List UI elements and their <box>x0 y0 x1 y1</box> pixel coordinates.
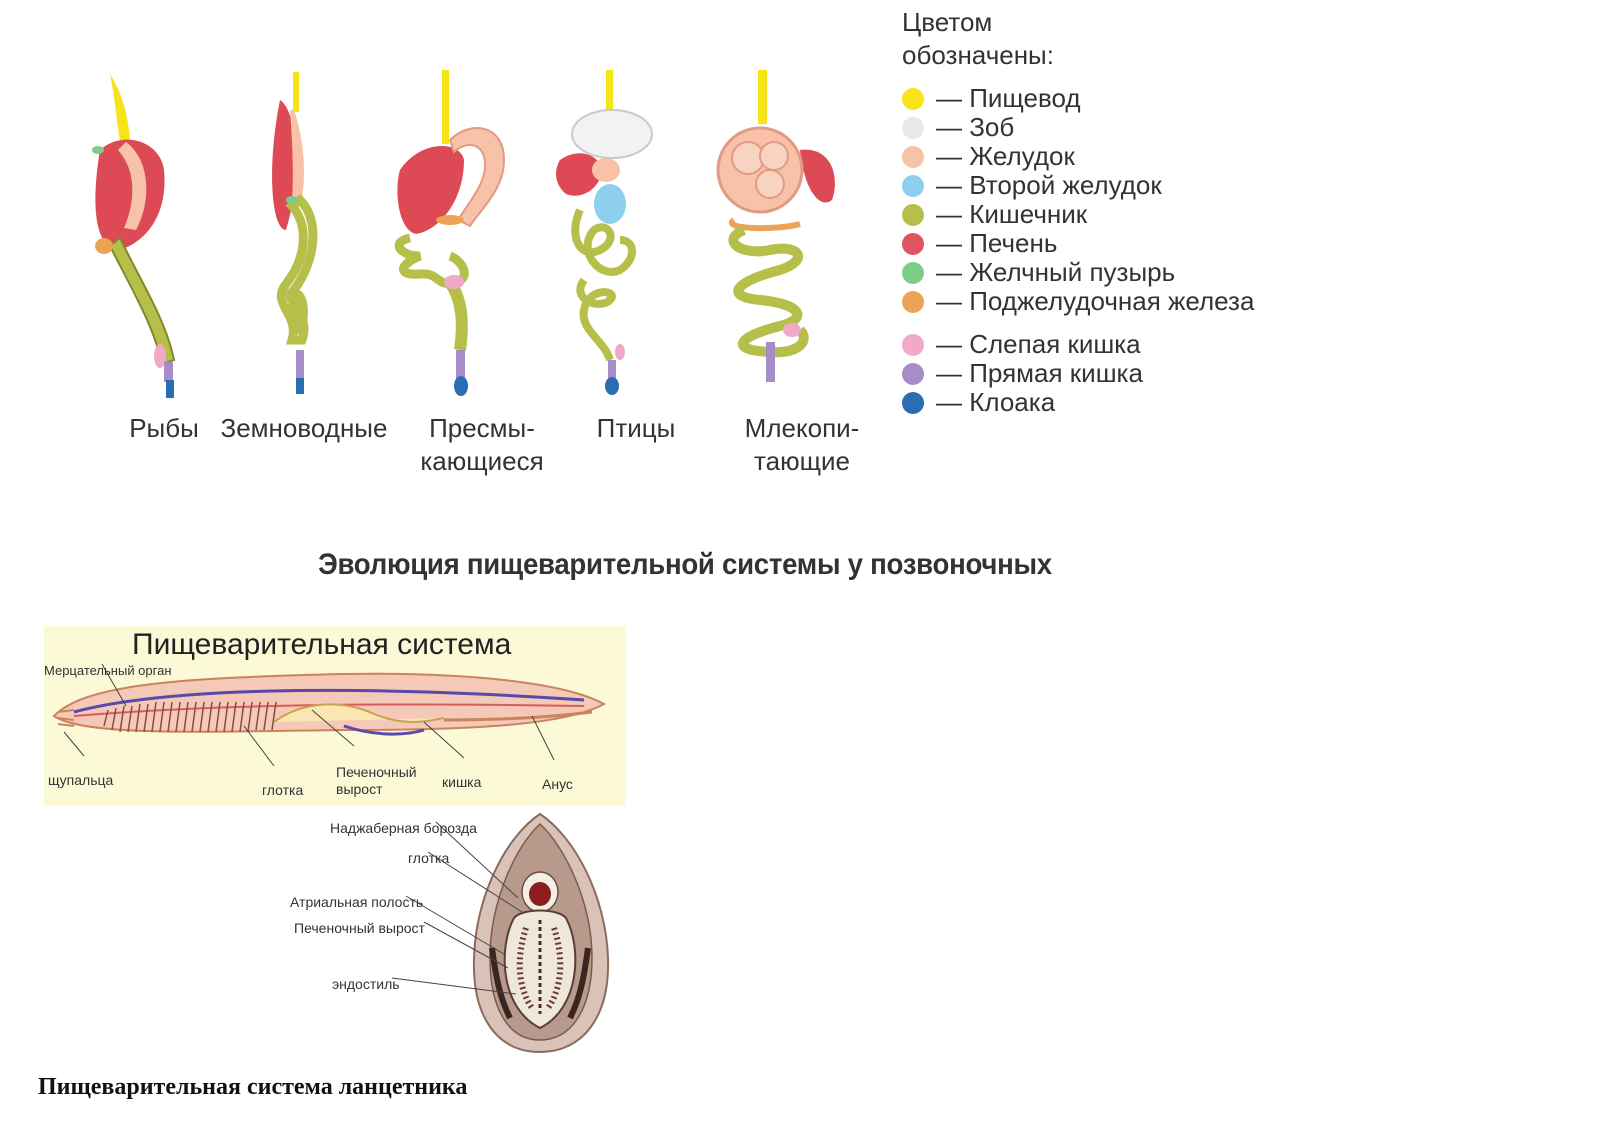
legend-color-swatch <box>902 203 924 226</box>
label-endostyle: эндостиль <box>332 976 400 992</box>
label-cross-hepatic-outgrowth: Печеночный вырост <box>294 920 425 936</box>
lancelet-longitudinal-panel: Пищеварительная система Мерцательный орг <box>44 626 626 806</box>
digestive-systems-illustration <box>92 70 835 398</box>
caption: Пищеварительная система ланцетника <box>38 1074 468 1100</box>
legend-item: — Второй желудок <box>902 170 1162 200</box>
legend-item-label: — Печень <box>936 228 1058 258</box>
lancelet-longitudinal-illustration <box>52 663 607 767</box>
legend-item-label: — Прямая кишка <box>936 358 1143 388</box>
legend-color-swatch <box>902 391 924 414</box>
label-intestine: кишка <box>442 774 482 790</box>
label-epibranchial-groove: Наджаберная борозда <box>330 820 477 836</box>
amphibian-digestive-system <box>272 72 318 394</box>
legend-item: — Зоб <box>902 112 1015 142</box>
panel-title: Пищеварительная система <box>132 628 512 661</box>
legend-item: — Печень <box>902 228 1058 258</box>
legend-color-swatch <box>902 261 924 284</box>
animal-label-amphibians: Земноводные <box>220 413 388 443</box>
lancelet-cross-section-illustration <box>391 812 610 1054</box>
legend-item-label: — Зоб <box>936 112 1015 142</box>
legend-color-swatch <box>902 362 924 385</box>
label-anus: Анус <box>542 776 573 792</box>
label-cross-pharynx: глотка <box>408 850 450 866</box>
legend-item: — Поджелудочная железа <box>902 286 1255 316</box>
label-hepatic-outgrowth: Печеночный вырост <box>336 764 417 797</box>
legend-item-label: — Пищевод <box>936 83 1081 113</box>
legend-color-swatch <box>902 87 924 110</box>
legend-item: — Пищевод <box>902 83 1081 113</box>
animal-label-fish: Рыбы <box>129 413 199 443</box>
legend-color-swatch <box>902 174 924 197</box>
legend-color-swatch <box>902 232 924 255</box>
legend-item-label: — Желудок <box>936 141 1075 171</box>
legend-item-label: — Второй желудок <box>936 170 1162 200</box>
label-pharynx: глотка <box>262 782 304 798</box>
legend-item: — Желудок <box>902 141 1075 171</box>
label-atrial-cavity: Атриальная полость <box>290 894 424 910</box>
legend-item-label: — Поджелудочная железа <box>936 286 1255 316</box>
legend-item: — Клоака <box>902 387 1056 417</box>
legend-item-label: — Кишечник <box>936 199 1088 229</box>
legend-color-swatch <box>902 333 924 356</box>
bird-digestive-system <box>556 70 653 395</box>
figure-title: Эволюция пищеварительной системы у позво… <box>318 548 1052 581</box>
legend-item-label: — Слепая кишка <box>936 329 1141 359</box>
legend-color-swatch <box>902 145 924 168</box>
fish-digestive-system <box>92 74 176 398</box>
legend-item: — Желчный пузырь <box>902 257 1176 287</box>
animal-label-reptiles: Пресмы- кающиеся <box>420 413 544 476</box>
legend-item: — Кишечник <box>902 199 1088 229</box>
legend-item: — Слепая кишка <box>902 329 1141 359</box>
animal-label-mammals: Млекопи- тающие <box>744 413 860 476</box>
legend-item-label: — Желчный пузырь <box>936 257 1176 287</box>
label-tentacles: щупальца <box>48 772 114 788</box>
legend-color-swatch <box>902 116 924 139</box>
label-ciliated-organ: Мерцательный орган <box>44 663 172 678</box>
reptile-digestive-system <box>394 70 506 396</box>
legend-color-swatch <box>902 290 924 313</box>
mammal-digestive-system <box>716 70 835 382</box>
legend-item-label: — Клоака <box>936 387 1056 417</box>
animal-label-birds: Птицы <box>596 413 676 443</box>
legend-item: — Прямая кишка <box>902 358 1143 388</box>
legend-title: Цветом обозначены: <box>902 7 1054 70</box>
